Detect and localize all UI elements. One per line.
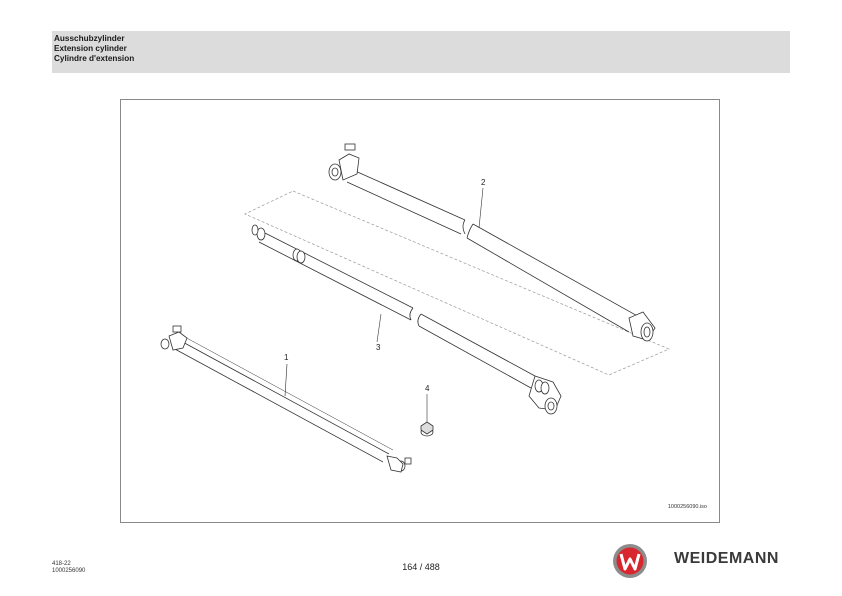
title-french: Cylindre d'extension — [54, 54, 135, 63]
title-german: Ausschubzylinder — [54, 34, 125, 43]
parts-illustration-frame: 1 2 3 4 1000256090.iso — [120, 99, 720, 523]
callout-3: 3 — [376, 343, 381, 352]
callout-1: 1 — [284, 353, 289, 362]
image-id: 1000256090.iso — [667, 504, 707, 510]
callout-2: 2 — [481, 178, 486, 187]
callout-4: 4 — [425, 384, 430, 393]
header-band: Ausschubzylinder Extension cylinder Cyli… — [52, 31, 790, 73]
doc-number: 1000256090 — [52, 568, 86, 574]
exploded-parts-drawing: 1 2 3 4 — [160, 143, 670, 473]
brand-name: WEIDEMANN — [674, 550, 779, 567]
title-english: Extension cylinder — [54, 44, 127, 53]
weidemann-logo-icon — [613, 544, 647, 578]
part-3-piston-rod — [251, 224, 562, 415]
part-1-small-cylinder — [160, 325, 412, 473]
assembly-dashed-outline — [244, 190, 670, 376]
part-2-cylinder-tube — [328, 143, 656, 342]
doc-code: 418-22 — [52, 561, 71, 567]
part-4-fitting — [420, 421, 434, 437]
page-number: 164 / 488 — [402, 562, 440, 572]
